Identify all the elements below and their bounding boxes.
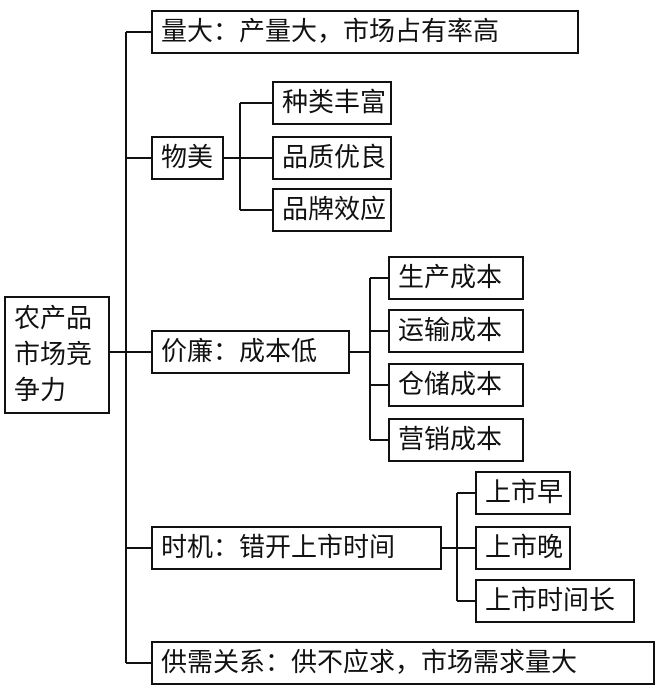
price-child-label: 营销成本 [398,425,503,455]
branch-supply-demand: 供需关系：供不应求，市场需求量大 [151,641,655,685]
branch-price-label: 价廉：成本低 [161,337,318,367]
timing-child: 上市早 [475,471,571,515]
branch-quantity-label: 量大：产量大，市场占有率高 [161,17,500,47]
root-line-1: 农产品 [14,304,93,334]
price-child-label: 仓储成本 [398,370,503,400]
timing-child-label: 上市晚 [485,533,564,563]
price-child: 生产成本 [388,256,524,300]
quality-child: 种类丰富 [272,81,392,125]
root-line-2: 市场竞 [14,340,93,370]
branch-quantity: 量大：产量大，市场占有率高 [151,10,579,54]
timing-child-label: 上市时间长 [485,586,616,616]
branch-quality: 物美 [151,136,224,180]
quality-child-label: 种类丰富 [282,88,387,118]
branch-supply-demand-label: 供需关系：供不应求，市场需求量大 [161,648,578,678]
price-child-label: 运输成本 [398,316,503,346]
timing-child: 上市晚 [475,526,571,570]
branch-quality-label: 物美 [161,143,214,173]
price-child-label: 生产成本 [398,263,503,293]
root-line-3: 争力 [14,376,67,406]
quality-child-label: 品牌效应 [282,195,387,225]
branch-price: 价廉：成本低 [151,330,350,374]
price-child: 运输成本 [388,309,524,353]
quality-child-label: 品质优良 [282,143,387,173]
quality-child: 品牌效应 [272,188,392,232]
price-child: 仓储成本 [388,363,524,407]
timing-child-label: 上市早 [485,478,564,508]
timing-child: 上市时间长 [475,579,635,623]
root-node: 农产品 市场竞 争力 [4,296,110,414]
quality-child: 品质优良 [272,136,392,180]
branch-timing: 时机：错开上市时间 [151,526,442,570]
branch-timing-label: 时机：错开上市时间 [161,533,396,563]
price-child: 营销成本 [388,418,524,462]
